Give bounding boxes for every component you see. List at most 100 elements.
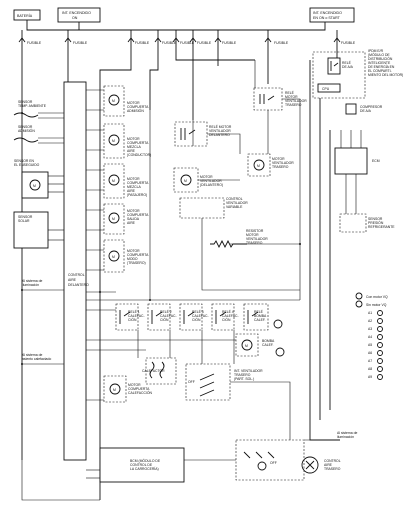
svg-text:AIRE: AIRE xyxy=(127,149,136,153)
motor-column: M MOTOR COMPUERTA ADMISIÓN M MOTOR COMPU… xyxy=(86,85,151,273)
svg-text:SENSOR: SENSOR xyxy=(18,125,33,129)
svg-text:MEZCLA: MEZCLA xyxy=(127,185,141,189)
svg-text:INT. ENCENDIDO: INT. ENCENDIDO xyxy=(313,11,342,15)
svg-text:A6: A6 xyxy=(368,351,372,355)
svg-text:CONTROL: CONTROL xyxy=(68,273,85,277)
svg-text:CALEF.: CALEF. xyxy=(254,318,266,322)
svg-text:COMPRESOR: COMPRESOR xyxy=(360,105,383,109)
svg-text:DE ENERGÍA EN: DE ENERGÍA EN xyxy=(368,65,395,69)
svg-text:AIRE: AIRE xyxy=(127,221,136,225)
svg-text:MOTOR: MOTOR xyxy=(127,177,140,181)
ignition-on-start-label: INT. ENCENDIDO EN ON o START xyxy=(309,7,355,23)
svg-text:CPU: CPU xyxy=(322,87,330,91)
svg-text:DELANTERO: DELANTERO xyxy=(68,283,89,287)
svg-text:RELÉ 3: RELÉ 3 xyxy=(192,309,204,314)
svg-text:LA CARROCERÍA): LA CARROCERÍA) xyxy=(130,467,159,471)
lighting-system-right: Al sistema de iluminación xyxy=(304,431,357,441)
svg-text:MOTOR: MOTOR xyxy=(128,383,141,387)
svg-text:AIRE: AIRE xyxy=(68,278,77,282)
svg-text:CONTROL: CONTROL xyxy=(226,197,243,201)
svg-text:M: M xyxy=(245,344,248,348)
svg-text:iluminación: iluminación xyxy=(22,283,39,287)
svg-text:MOTOR: MOTOR xyxy=(127,137,140,141)
svg-text:M: M xyxy=(257,164,260,168)
svg-text:CALEFAC-: CALEFAC- xyxy=(160,314,177,318)
svg-text:COMPUERTA: COMPUERTA xyxy=(127,141,149,145)
svg-text:SALIDA: SALIDA xyxy=(127,217,140,221)
heater-door-motor: M MOTOR COMPUERTA CALEFACCIÓN xyxy=(103,375,152,403)
fuse-4: FUSIBLE xyxy=(154,30,177,50)
ambient-temp-sensor: SENSOR TEMP. AMBIENTE xyxy=(13,100,64,119)
heated-seat-system: Al sistema de asiento calefactado xyxy=(22,353,64,365)
fuse-2: FUSIBLE xyxy=(64,30,88,50)
svg-text:FUSIBLE: FUSIBLE xyxy=(222,41,237,45)
heater-pump-relay: RELÉ BOMBA CALEF. xyxy=(243,303,283,331)
in-vehicle-sensor: SENSOR EN EL ENSEGUIDO M xyxy=(14,159,64,199)
svg-text:A9: A9 xyxy=(368,375,372,379)
svg-text:MOTOR: MOTOR xyxy=(272,157,285,161)
svg-text:M: M xyxy=(112,255,115,259)
svg-text:VENTILADOR: VENTILADOR xyxy=(200,179,222,183)
svg-text:INT. VENTILADOR: INT. VENTILADOR xyxy=(234,369,263,373)
svg-text:COMPUERTA: COMPUERTA xyxy=(127,253,149,257)
svg-text:iluminación: iluminación xyxy=(337,435,354,439)
svg-text:FUSIBLE: FUSIBLE xyxy=(180,41,195,45)
svg-text:TRASERO: TRASERO xyxy=(246,241,263,245)
svg-text:RELÉ 2: RELÉ 2 xyxy=(160,309,172,314)
svg-text:A1: A1 xyxy=(368,311,372,315)
svg-text:DE A/A: DE A/A xyxy=(342,65,354,69)
svg-text:DE A/A: DE A/A xyxy=(360,109,372,113)
svg-text:RELÉ: RELÉ xyxy=(254,309,264,314)
svg-text:RELÉ 1: RELÉ 1 xyxy=(128,309,140,314)
svg-text:EL ENSEGUIDO: EL ENSEGUIDO xyxy=(14,163,40,167)
svg-text:ADMISIÓN: ADMISIÓN xyxy=(18,128,35,133)
svg-text:FUSIBLE: FUSIBLE xyxy=(274,41,289,45)
rear-air-control: OFF CONTROL AIRE TRASERO xyxy=(235,439,341,481)
svg-text:MOTOR: MOTOR xyxy=(127,249,140,253)
heater-relay-1: RELÉ 1 CALEFAC- CIÓN xyxy=(115,303,145,331)
svg-text:COMPUERTA: COMPUERTA xyxy=(127,181,149,185)
svg-text:CALEFAC-: CALEFAC- xyxy=(192,314,209,318)
svg-text:MOTOR: MOTOR xyxy=(127,101,140,105)
svg-text:SENSOR EN: SENSOR EN xyxy=(14,159,35,163)
svg-text:asiento calefactado: asiento calefactado xyxy=(22,357,51,361)
svg-text:DISTRIBUCIÓN: DISTRIBUCIÓN xyxy=(368,56,393,61)
svg-text:RELÉ: RELÉ xyxy=(285,90,295,95)
svg-text:CIÓN: CIÓN xyxy=(160,317,169,322)
solar-sensor: SENSOR SOLAR xyxy=(13,211,64,249)
svg-text:SENSOR: SENSOR xyxy=(18,100,33,104)
heater-relay-2: RELÉ 2 CALEFAC- CIÓN xyxy=(147,303,177,331)
bus-label-column: A1 A2 A3 A4 A5 A6 A7 A8 A9 xyxy=(368,310,383,380)
bcm: BCM (MÓDULO DE CONTROL DE LA CARROCERÍA) xyxy=(99,447,185,483)
svg-text:EL COMPARTI-: EL COMPARTI- xyxy=(368,69,392,73)
ipdm-er: RELÉ DE A/A CPU IPDM E/R (MÓDULO DE DIST… xyxy=(312,49,403,99)
svg-text:ECM: ECM xyxy=(372,159,380,163)
svg-text:BOMBA: BOMBA xyxy=(262,339,275,343)
svg-text:(PART. SOL.): (PART. SOL.) xyxy=(234,377,254,381)
svg-text:M: M xyxy=(184,179,187,183)
svg-text:COMPUERTA: COMPUERTA xyxy=(127,105,149,109)
svg-text:AIRE: AIRE xyxy=(324,463,333,467)
svg-text:RELÉ MOTOR: RELÉ MOTOR xyxy=(209,124,232,129)
svg-text:MODO: MODO xyxy=(127,257,138,261)
svg-text:VARIABLE: VARIABLE xyxy=(226,205,243,209)
svg-text:FUSIBLE: FUSIBLE xyxy=(135,41,150,45)
motor-outlet-door: M MOTOR COMPUERTA SALIDA AIRE xyxy=(103,203,149,235)
svg-text:SENSOR: SENSOR xyxy=(368,217,383,221)
svg-text:CIÓN: CIÓN xyxy=(192,317,201,322)
svg-text:M: M xyxy=(112,179,115,183)
heater-relay-3: RELÉ 3 CALEFAC- CIÓN xyxy=(179,303,209,331)
rear-blower-resistor: RESISTOR MOTOR VENTILADOR TRASERO xyxy=(210,229,268,249)
svg-text:(CONDUCTOR): (CONDUCTOR) xyxy=(127,153,151,157)
motor-intake-door: M MOTOR COMPUERTA ADMISIÓN xyxy=(103,85,149,117)
fuse-7: FUSIBLE xyxy=(214,30,237,50)
fuse-1: FUSIBLE xyxy=(18,30,42,50)
svg-text:MIENTO DEL MOTOR): MIENTO DEL MOTOR) xyxy=(368,73,403,77)
svg-text:RESISTOR: RESISTOR xyxy=(246,229,264,233)
svg-text:Con motor VQ: Con motor VQ xyxy=(366,295,388,299)
svg-text:CALEFAC-: CALEFAC- xyxy=(222,314,239,318)
svg-text:VENTILADOR: VENTILADOR xyxy=(209,129,231,133)
svg-text:VENTILADOR: VENTILADOR xyxy=(226,201,248,205)
svg-text:FUSIBLE: FUSIBLE xyxy=(73,41,88,45)
heater-pump: M BOMBA CALEF. xyxy=(235,333,285,357)
